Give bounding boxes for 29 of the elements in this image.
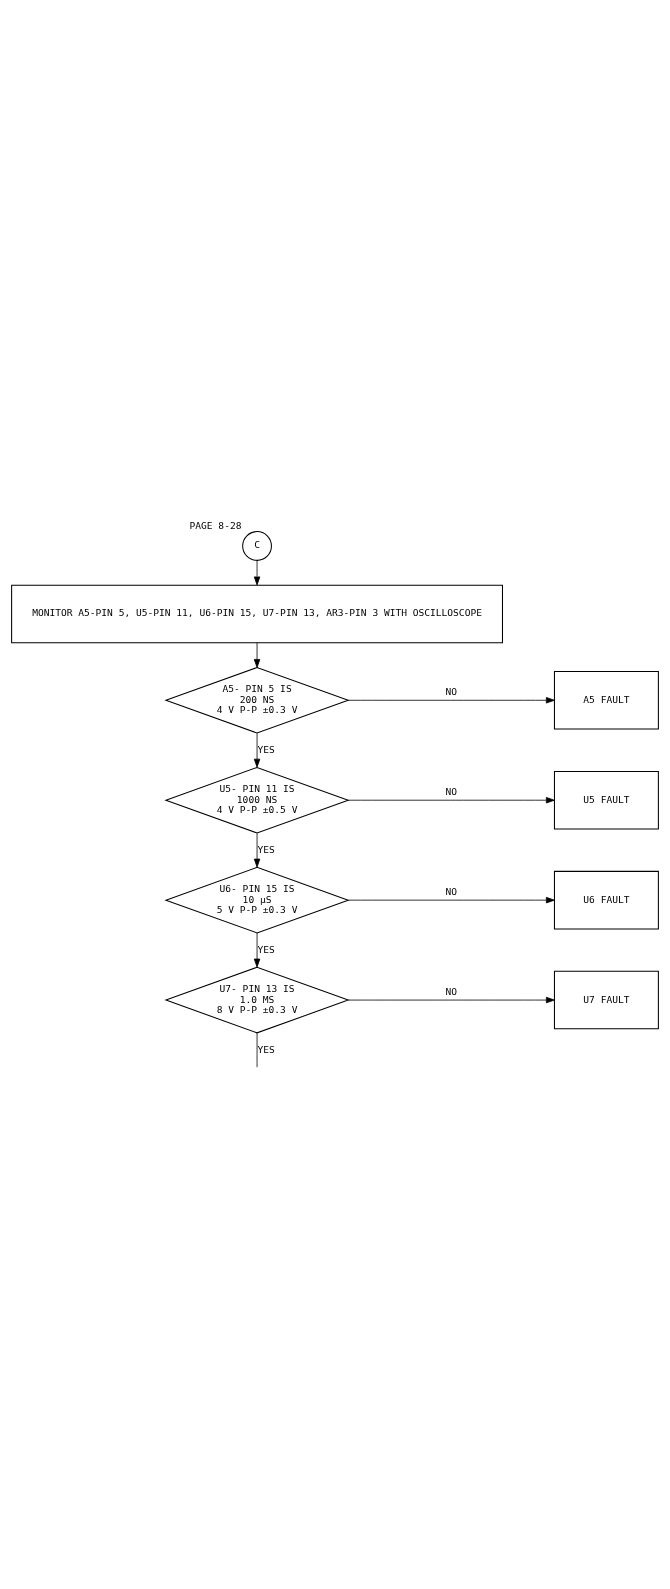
edge-label: YES bbox=[257, 843, 275, 855]
connector bbox=[256, 1032, 258, 1068]
node-box: A5 FAULT bbox=[553, 671, 659, 730]
arrow bbox=[253, 732, 261, 768]
node-box: U5 FAULT bbox=[553, 770, 659, 830]
node-label: PAGE 8-28 bbox=[189, 519, 242, 531]
node-box: U6 FAULT bbox=[553, 870, 659, 930]
arrow bbox=[348, 896, 555, 904]
node-diamond: A5- PIN 5 IS 200 NS 4 V P-P ±0.3 V bbox=[164, 666, 350, 734]
arrow bbox=[253, 642, 261, 668]
edge-label: YES bbox=[257, 943, 275, 955]
node-box: U7 FAULT bbox=[553, 970, 659, 1030]
edge-label: NO bbox=[445, 886, 458, 898]
node-circle: C bbox=[242, 531, 272, 561]
edge-label: YES bbox=[257, 743, 275, 755]
node-diamond: U5- PIN 11 IS 1000 NS 4 V P-P ±0.5 V bbox=[164, 766, 350, 834]
arrow bbox=[253, 932, 261, 968]
node-diamond: U7- PIN 13 IS 1.0 MS 8 V P-P ±0.3 V bbox=[164, 966, 350, 1034]
arrow bbox=[348, 797, 555, 804]
arrow bbox=[348, 996, 555, 1004]
arrow bbox=[348, 697, 555, 704]
edge-label: YES bbox=[257, 1043, 275, 1055]
edge-label: NO bbox=[445, 686, 458, 698]
edge-label: NO bbox=[445, 786, 458, 798]
node-box: MONITOR A5-PIN 5, U5-PIN 11, U6-PIN 15, U7-PIN 13, AR3-PIN 3 WITH OSCILLOSCOPE bbox=[11, 584, 503, 644]
edge-label: NO bbox=[445, 985, 458, 997]
arrow bbox=[253, 560, 261, 586]
node-diamond: U6- PIN 15 IS 10 µS 5 V P-P ±0.3 V bbox=[164, 866, 350, 934]
arrow bbox=[253, 832, 261, 868]
